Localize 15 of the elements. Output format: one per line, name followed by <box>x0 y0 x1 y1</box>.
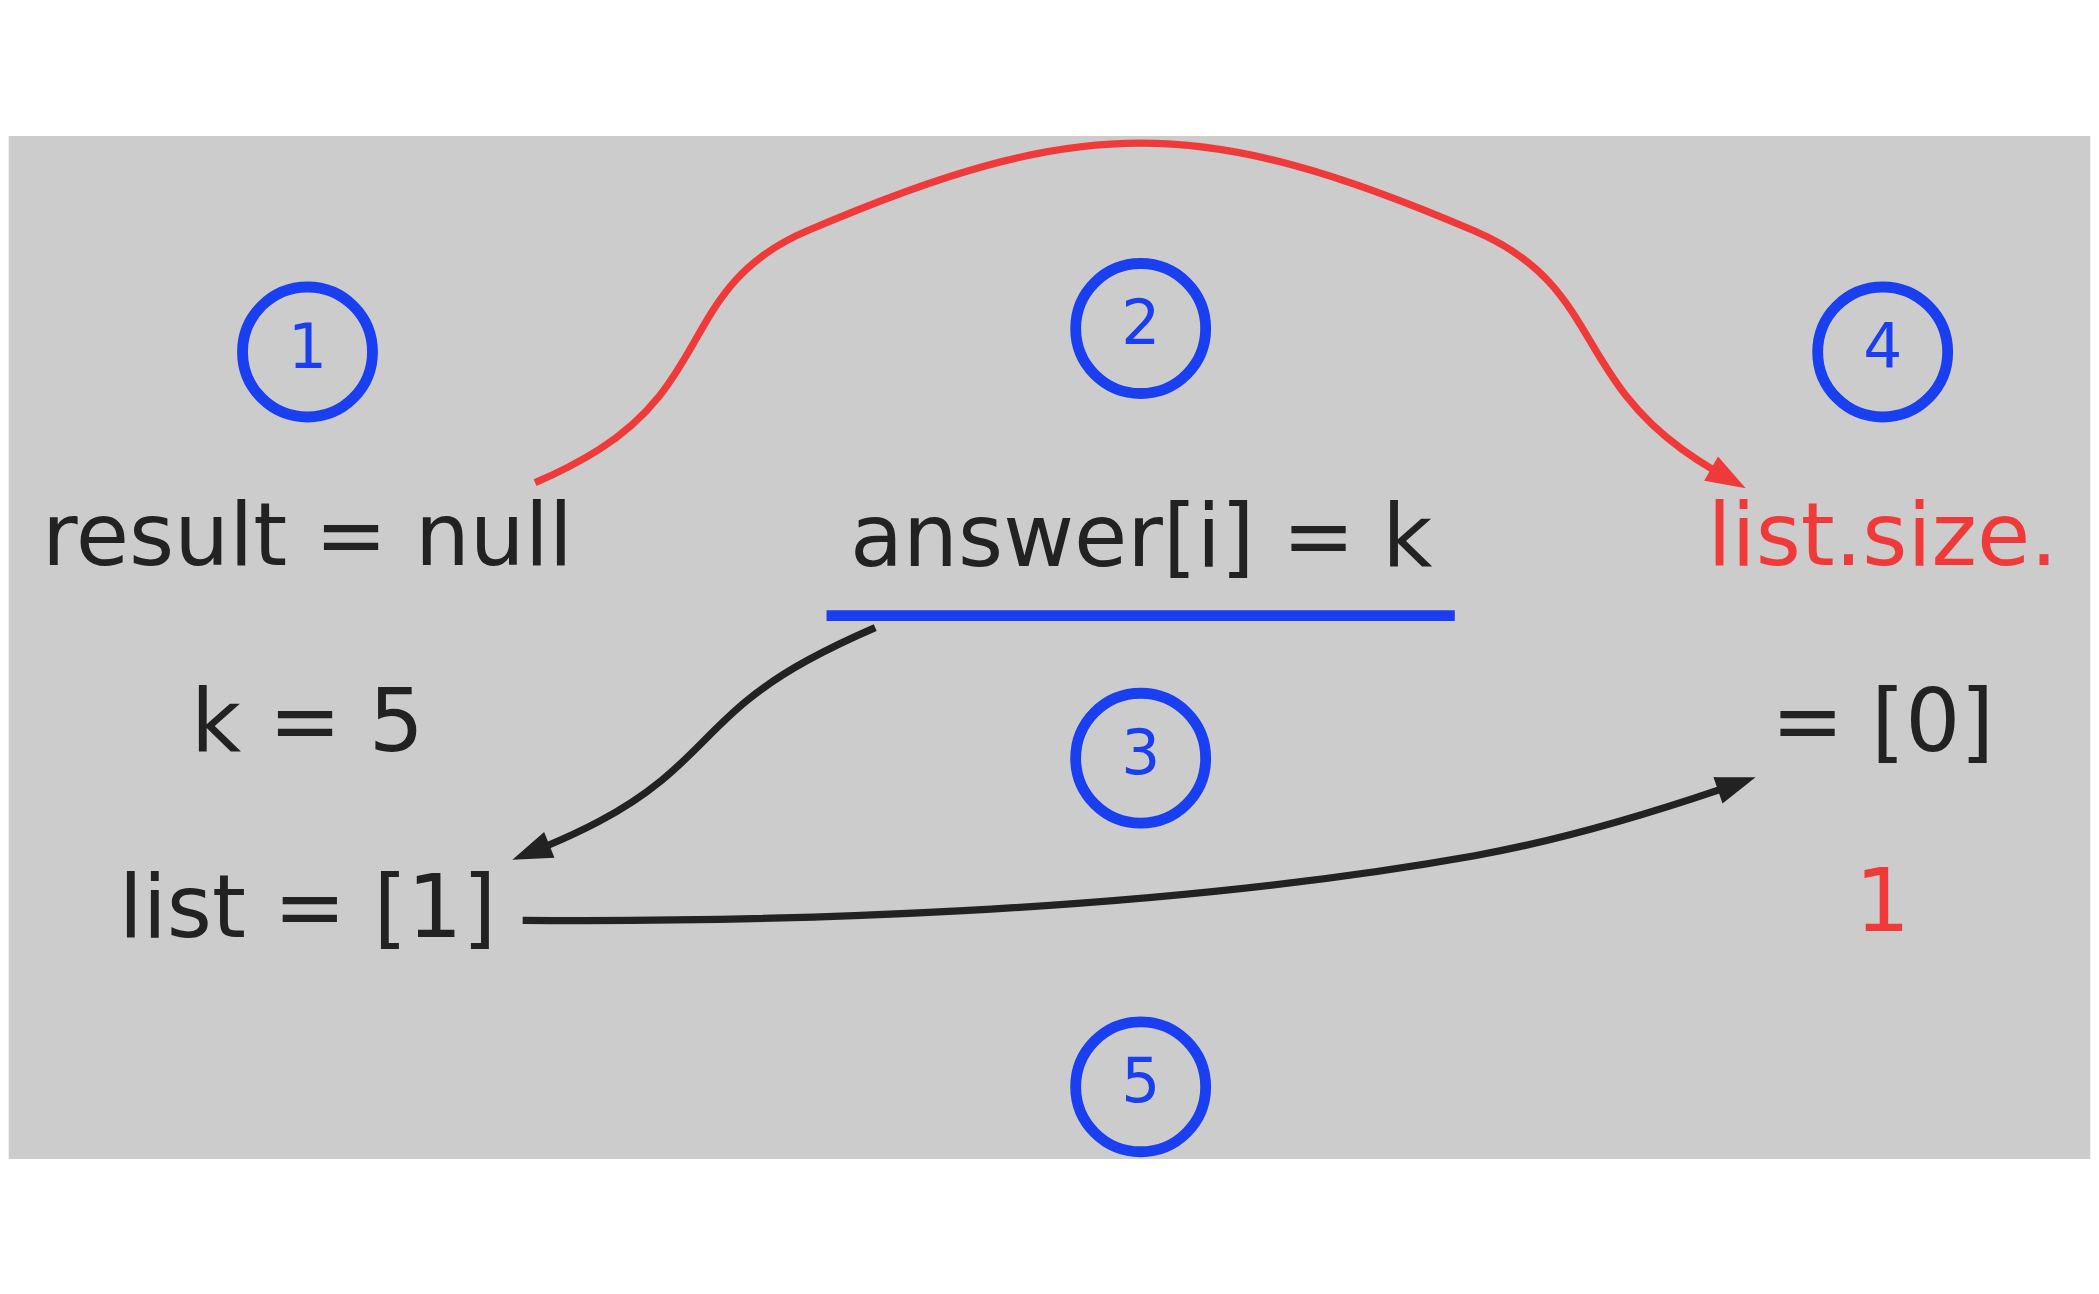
node-label: 1 <box>1855 850 1911 951</box>
node-text: answer[i] = k <box>850 485 1433 586</box>
arrow <box>522 776 1756 924</box>
node-text: result = null <box>42 484 573 585</box>
node-circle: 3 <box>1070 687 1212 829</box>
node-text: list = [1] <box>118 856 497 957</box>
node-circle: 5 <box>1070 1015 1212 1157</box>
node-circle: 2 <box>1070 257 1212 399</box>
node-circle: 4 <box>1812 281 1954 422</box>
arrow <box>533 139 1746 488</box>
node-text: list.size. <box>1707 484 2058 585</box>
node-text: = [0] <box>1771 670 1995 771</box>
node-circle: 1 <box>237 281 378 422</box>
node-text: k = 5 <box>191 670 424 771</box>
arrow <box>512 623 877 860</box>
